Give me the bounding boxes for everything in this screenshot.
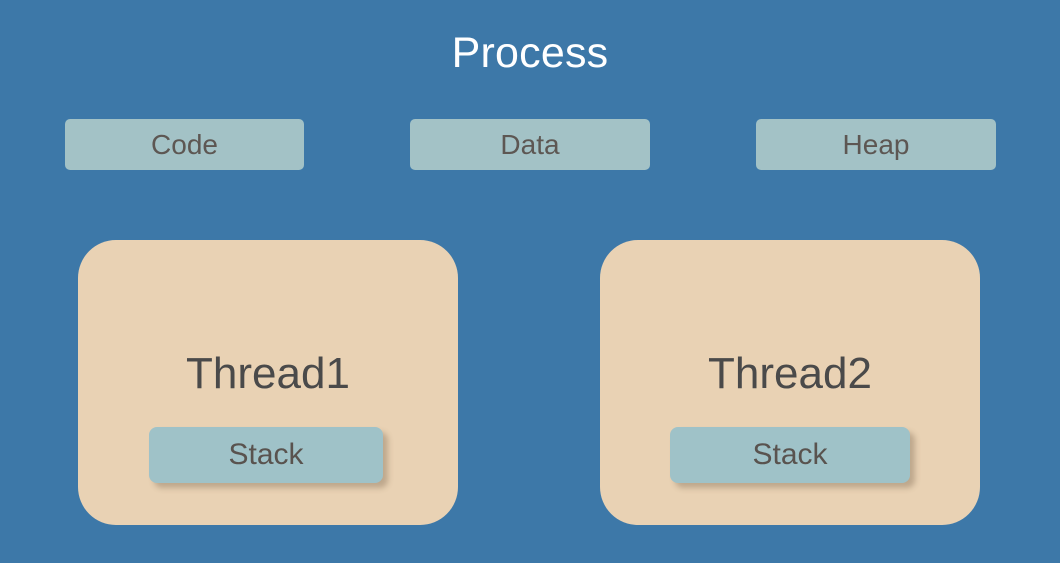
thread-box-2-label: Thread2	[708, 349, 872, 398]
thread-1-stack-box[interactable]: Stack	[149, 427, 383, 483]
memory-segment-data[interactable]: Data	[410, 119, 650, 170]
memory-segment-code[interactable]: Code	[65, 119, 304, 170]
memory-segment-data-label: Data	[500, 128, 560, 160]
thread-box-1-label: Thread1	[186, 349, 350, 398]
thread-2-stack-box[interactable]: Stack	[670, 427, 910, 483]
thread-box-1[interactable]: Thread1 Stack	[78, 240, 458, 525]
memory-segment-heap[interactable]: Heap	[756, 119, 996, 170]
page-title: Process	[451, 29, 609, 77]
thread-1-stack-label: Stack	[228, 438, 304, 471]
thread-box-2[interactable]: Thread2 Stack	[600, 240, 980, 525]
memory-segment-heap-label: Heap	[842, 128, 910, 160]
thread-2-stack-label: Stack	[752, 438, 828, 471]
memory-segment-code-label: Code	[151, 128, 218, 160]
